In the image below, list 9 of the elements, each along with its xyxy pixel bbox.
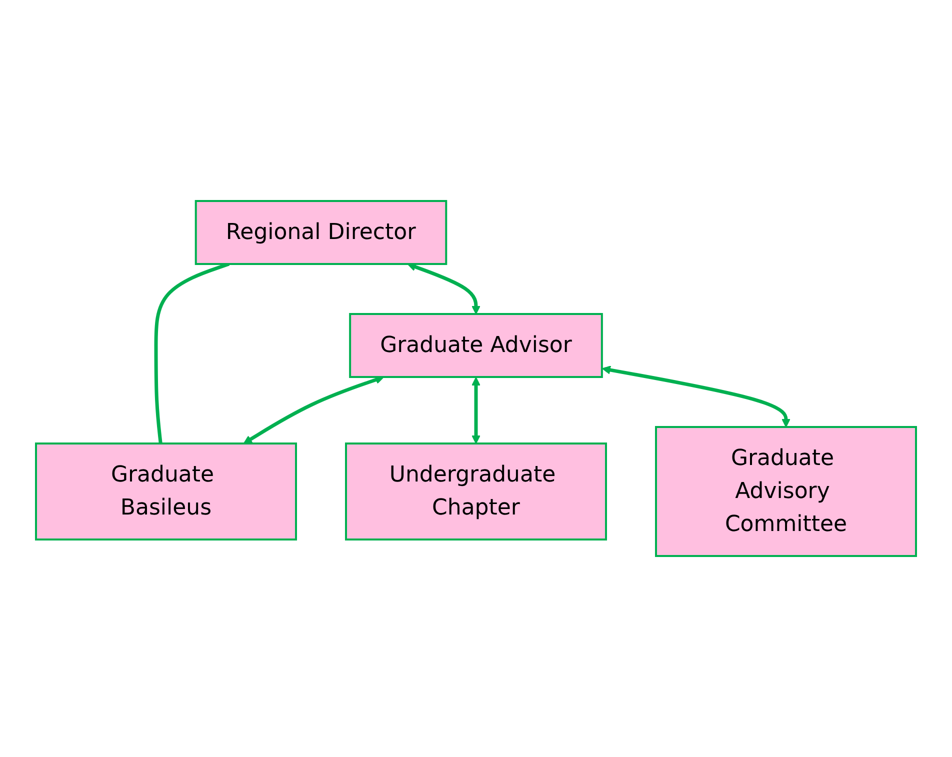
arrow <box>602 366 790 428</box>
arrow <box>472 377 480 444</box>
arrow <box>243 376 384 444</box>
node-box: Graduate Advisory Committee <box>655 426 917 557</box>
node-box: Undergraduate Chapter <box>345 442 607 540</box>
node-box: Regional Director <box>194 200 448 265</box>
node-box: Graduate Basileus <box>35 442 297 540</box>
arrow <box>407 262 480 314</box>
node-box: Graduate Advisor <box>349 313 603 378</box>
